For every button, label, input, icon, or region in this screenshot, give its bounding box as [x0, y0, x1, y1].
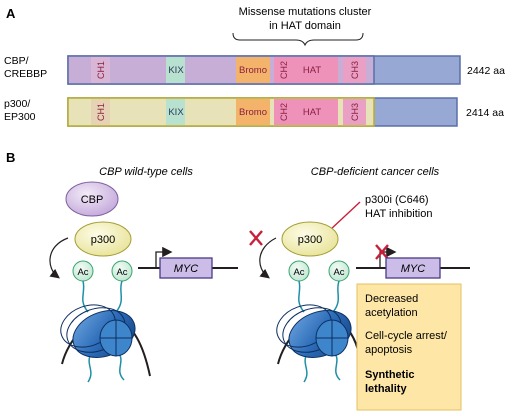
p300-ch1-domain	[91, 99, 110, 125]
cbp-ch1-label: CH1	[96, 61, 106, 79]
cbp-ch3-label: CH3	[350, 61, 360, 79]
ac-label-right-2: Ac	[333, 267, 344, 278]
cbp-deficient-title: CBP-deficient cancer cells	[311, 166, 440, 178]
outcome-3-line-2: lethality	[365, 383, 407, 395]
cbp-hat-label: HAT	[303, 65, 321, 76]
blocked-transcription-x	[375, 244, 389, 260]
cbp-hat-region	[274, 57, 338, 83]
outcome-2-line-1: Cell-cycle arrest/	[365, 330, 448, 342]
cbp-ch3-domain	[343, 57, 366, 83]
p300-oval-left	[74, 221, 132, 257]
annotation-line-2: in HAT domain	[269, 20, 341, 32]
p300-oval-right	[281, 221, 339, 257]
histone-tail-left-1	[82, 280, 89, 313]
outcome-1-line-2: acetylation	[365, 307, 418, 319]
p300-bromo-domain	[236, 99, 270, 125]
cbp-ch2-label: CH2	[279, 61, 289, 79]
ac-label-left-2: Ac	[116, 267, 127, 278]
blocked-acetylation-x	[249, 230, 263, 246]
p300-name-line-2: EP300	[4, 111, 36, 123]
cbp-ch1-domain	[91, 57, 110, 83]
panel-b-label: B	[6, 150, 15, 165]
inhibitor-line-1: p300i (C646)	[365, 194, 429, 206]
p300-ch2-label: CH2	[279, 103, 289, 121]
p300-name-line-1: p300/	[4, 98, 30, 110]
cbp-kix-label: KIX	[168, 65, 184, 76]
p300-ch3-domain	[343, 99, 366, 125]
cbp-name-line-1: CBP/	[4, 55, 29, 67]
nucleosome-left	[60, 304, 136, 358]
transcription-arrow-right	[379, 246, 397, 268]
acetylation-arrow-left	[49, 237, 69, 279]
outcome-3-line-1: Synthetic	[365, 369, 415, 381]
p300-kix-domain	[166, 99, 185, 125]
wild-type-title: CBP wild-type cells	[99, 166, 193, 178]
cbp-bromo-domain	[236, 57, 270, 83]
myc-gene-left-label: MYC	[174, 263, 199, 275]
cbp-name-line-2: CREBBP	[4, 68, 47, 80]
inhibition-line	[329, 201, 361, 231]
cbp-protein-row: CBP/ CREBBP CH1 KIX Bromo CH2 HAT CH3 24…	[4, 55, 505, 85]
cbp-length: 2442 aa	[467, 65, 505, 77]
wild-type-scenario: CBP wild-type cells CBP p300 Ac Ac	[49, 166, 238, 383]
p300-bromo-label: Bromo	[239, 107, 267, 118]
p300-oval-left-label: p300	[91, 234, 115, 246]
outcome-box	[356, 283, 462, 411]
cbp-oval-label: CBP	[81, 194, 104, 206]
myc-gene-right	[385, 257, 441, 279]
panel-a-label: A	[6, 6, 16, 21]
p300-protein-row: p300/ EP300 CH1 KIX Bromo CH2 HAT CH3 24…	[4, 97, 504, 127]
p300-hat-region	[274, 99, 338, 125]
p300-length: 2414 aa	[466, 107, 504, 119]
histone-tail-left-2	[115, 280, 123, 313]
p300-ch3-label: CH3	[350, 103, 360, 121]
cbp-deficient-scenario: CBP-deficient cancer cells p300i (C646) …	[249, 166, 470, 411]
myc-gene-left	[159, 257, 213, 279]
histone-tail-right-1	[298, 280, 305, 313]
histone-tail-right-2	[332, 280, 340, 313]
transcription-arrow-left	[155, 246, 173, 268]
p300-oval-right-label: p300	[298, 234, 322, 246]
p300-ch1-label: CH1	[96, 103, 106, 121]
nucleosome-right	[276, 304, 352, 358]
cbp-oval	[65, 181, 119, 217]
annotation-line-1: Missense mutations cluster	[239, 6, 372, 18]
ac-label-right-1: Ac	[293, 267, 304, 278]
inhibitor-line-2: HAT inhibition	[365, 208, 432, 220]
p300-kix-label: KIX	[168, 107, 184, 118]
ac-label-left-1: Ac	[77, 267, 88, 278]
outcome-1-line-1: Decreased	[365, 293, 418, 305]
acetylation-arrow-right	[259, 237, 277, 279]
annotation-bracket	[232, 32, 364, 47]
cbp-kix-domain	[166, 57, 185, 83]
cbp-bromo-label: Bromo	[239, 65, 267, 76]
p300-hat-label: HAT	[303, 107, 321, 118]
outcome-2-line-2: apoptosis	[365, 344, 413, 356]
myc-gene-right-label: MYC	[401, 263, 426, 275]
